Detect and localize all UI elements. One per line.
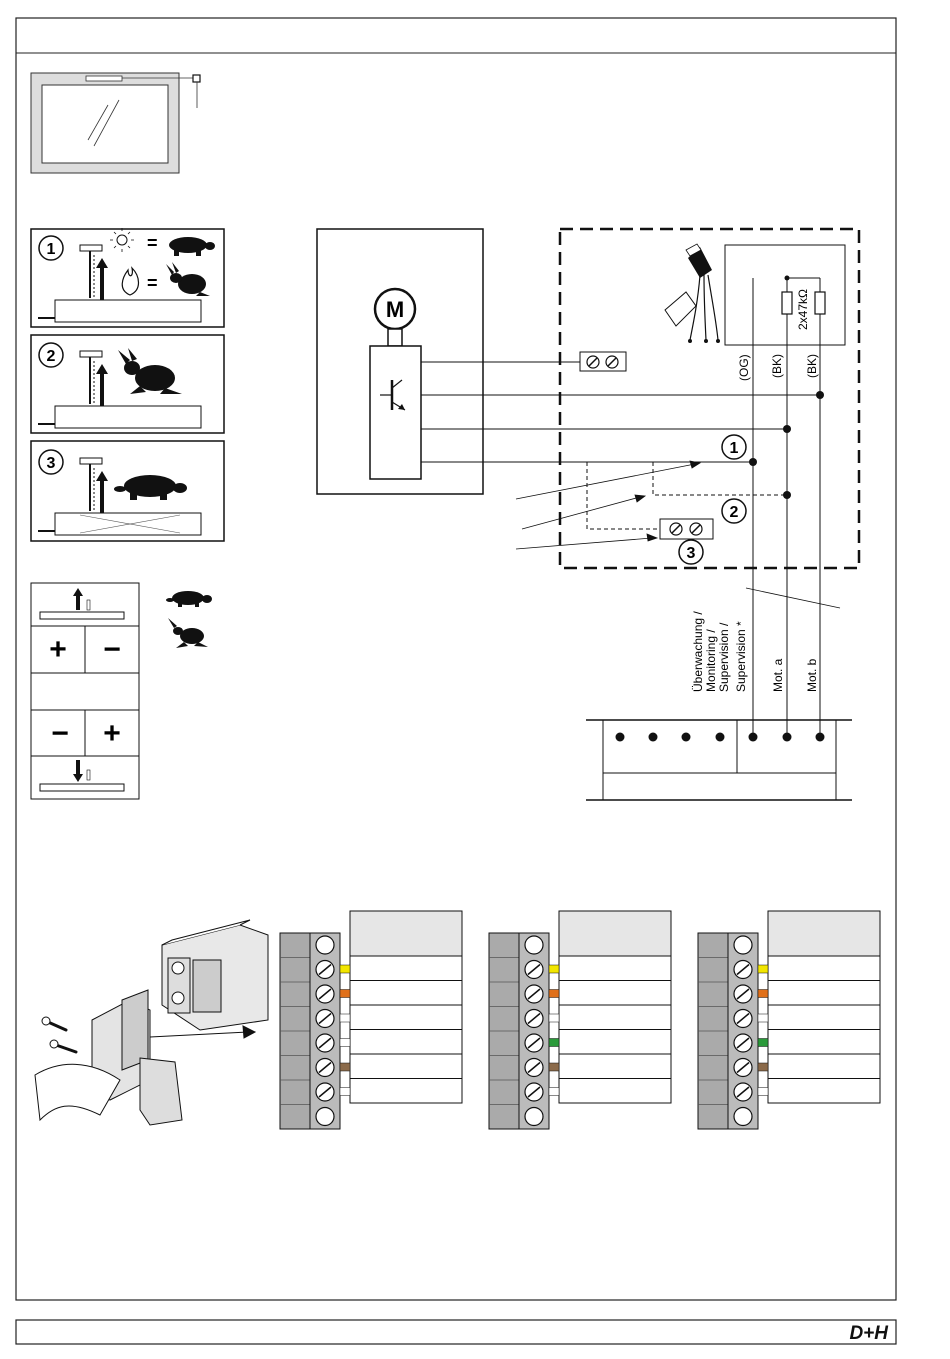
- terminal-screw: [525, 1108, 543, 1126]
- wire-label-bk-2: (BK): [805, 354, 819, 378]
- motor-label: M: [386, 297, 404, 322]
- label-cell: [350, 1079, 462, 1104]
- label-cell: [559, 1054, 671, 1079]
- resistor-module: 2x47kΩ: [725, 245, 845, 345]
- wire-color-swatch: [340, 1063, 350, 1071]
- wire-color-swatch: [340, 1039, 350, 1047]
- svg-text:Überwachung /: Überwachung /: [691, 611, 705, 692]
- label-cell: [559, 1079, 671, 1104]
- svg-text:Supervision *: Supervision *: [734, 621, 748, 692]
- connector-blocks: [280, 911, 880, 1129]
- label-cell: [559, 1005, 671, 1030]
- label-cell: [559, 956, 671, 981]
- wire-color-swatch: [340, 990, 350, 998]
- label-cell: [768, 1005, 880, 1030]
- wire-label-og: (OG): [737, 354, 751, 381]
- wire-color-swatch: [758, 1063, 768, 1071]
- label-header: [350, 911, 462, 956]
- turtle-icon: [166, 591, 212, 607]
- speed-panel-3: 3: [31, 441, 224, 541]
- resistor-label: 2x47kΩ: [796, 289, 810, 330]
- terminal-screw: [734, 1108, 752, 1126]
- terminal-screw-pair: [580, 352, 626, 371]
- label-header: [559, 911, 671, 956]
- wire-color-swatch: [549, 990, 559, 998]
- rabbit-icon: [168, 618, 208, 648]
- speed-panel-1: 1 = =: [31, 228, 224, 327]
- terminal-screw: [734, 936, 752, 954]
- marker-2: 2: [730, 504, 739, 521]
- wire-label-bk-1: (BK): [770, 354, 784, 378]
- connector-block-1: [280, 911, 462, 1129]
- label-cell: [559, 1030, 671, 1055]
- svg-text:=: =: [147, 273, 158, 293]
- connector-illustration: [35, 920, 268, 1125]
- screw-icon: [42, 1017, 66, 1030]
- marker-3: 3: [687, 545, 696, 562]
- wire-color-swatch: [758, 965, 768, 973]
- svg-text:=: =: [147, 233, 158, 253]
- wire-color-swatch: [549, 1088, 559, 1096]
- wire-color-swatch: [549, 965, 559, 973]
- wire-color-swatch: [758, 1088, 768, 1096]
- panel-number: 2: [47, 348, 56, 365]
- terminal-strip: [586, 720, 852, 800]
- label-cell: [559, 981, 671, 1006]
- label-cell: [350, 981, 462, 1006]
- marker-1: 1: [730, 440, 739, 457]
- panel-number: 3: [47, 455, 56, 472]
- minus-icon: −: [51, 717, 69, 750]
- window-icon: [31, 73, 200, 173]
- svg-text:Mot. a: Mot. a: [771, 658, 785, 692]
- panel-number: 1: [47, 241, 56, 258]
- wire-color-swatch: [340, 1088, 350, 1096]
- wire-color-swatch: [549, 1039, 559, 1047]
- resistor-component-icon: [665, 244, 720, 343]
- plus-icon: +: [49, 633, 67, 666]
- wire-color-swatch: [549, 1063, 559, 1071]
- terminal-screw: [316, 1108, 334, 1126]
- plus-icon: +: [103, 717, 121, 750]
- wire-color-swatch: [340, 1014, 350, 1022]
- wire-color-swatch: [758, 990, 768, 998]
- label-cell: [350, 956, 462, 981]
- label-cell: [768, 981, 880, 1006]
- speed-panel-2: 2: [31, 335, 224, 433]
- control-legend: + − − +: [31, 583, 139, 799]
- label-cell: [768, 956, 880, 981]
- label-cell: [350, 1005, 462, 1030]
- connector-block-3: [698, 911, 880, 1129]
- label-header: [768, 911, 880, 956]
- label-cell: [768, 1054, 880, 1079]
- logo-text: D+H: [849, 1323, 889, 1344]
- minus-icon: −: [103, 633, 121, 666]
- wire-color-swatch: [758, 1014, 768, 1022]
- label-cell: [768, 1030, 880, 1055]
- terminal-labels: Überwachung / Monitoring / Supervision /…: [691, 611, 819, 692]
- wire-color-swatch: [549, 1014, 559, 1022]
- wire-color-swatch: [340, 965, 350, 973]
- wire-color-swatch: [758, 1039, 768, 1047]
- svg-text:Monitoring /: Monitoring /: [704, 629, 718, 692]
- terminal-screw: [316, 936, 334, 954]
- terminal-screw: [525, 936, 543, 954]
- logo: D+H: [849, 1323, 889, 1344]
- footer-frame: [16, 1320, 896, 1344]
- label-cell: [768, 1079, 880, 1104]
- svg-text:Supervision /: Supervision /: [717, 622, 731, 692]
- label-cell: [350, 1030, 462, 1055]
- screw-icon: [50, 1040, 76, 1052]
- svg-text:Mot. b: Mot. b: [805, 658, 819, 692]
- label-cell: [350, 1054, 462, 1079]
- connector-block-2: [489, 911, 671, 1129]
- terminal-screw-pair: [660, 519, 713, 539]
